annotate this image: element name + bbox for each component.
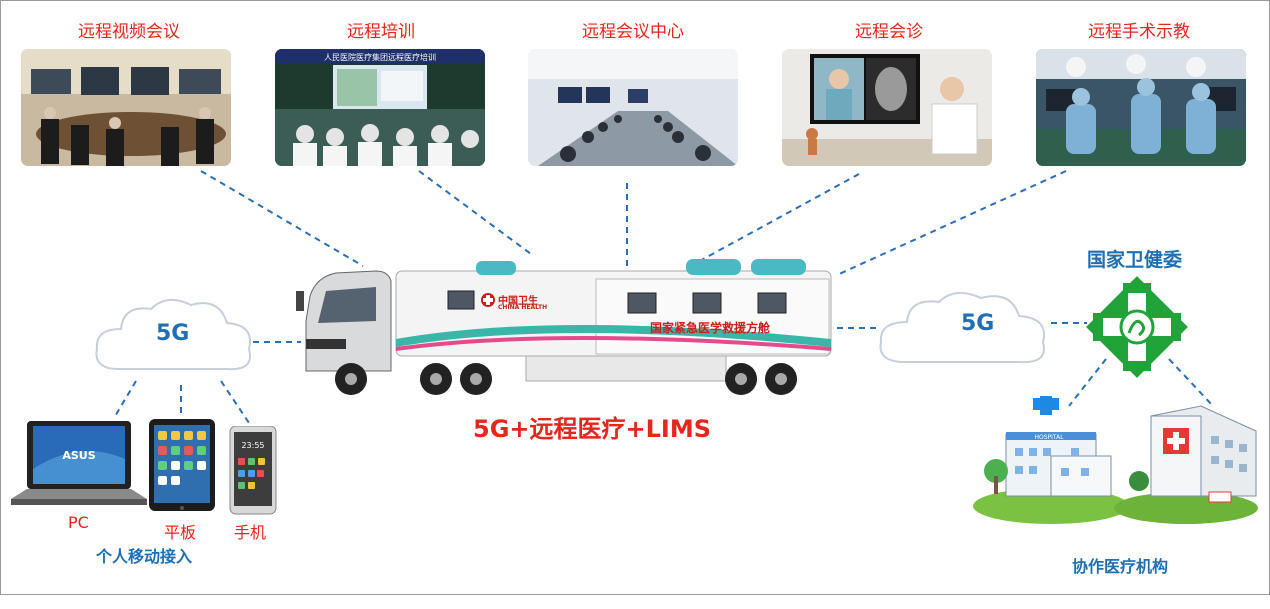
connector-consult bbox=[695, 173, 860, 264]
service-label-meeting-center: 远程会议中心 bbox=[582, 22, 684, 42]
photo-meeting-center bbox=[528, 49, 738, 166]
photo-remote-consultation bbox=[782, 49, 992, 166]
service-label-video-conference: 远程视频会议 bbox=[78, 22, 180, 42]
connector-phone bbox=[220, 380, 250, 424]
right-cloud-icon bbox=[879, 291, 1045, 364]
photo-video-conference bbox=[21, 49, 231, 166]
hospital-sign: HOSPITAL bbox=[1034, 434, 1064, 441]
laptop-brand: ASUS bbox=[62, 449, 95, 462]
right-cloud-label: 5G bbox=[961, 311, 995, 336]
connector-hospital1 bbox=[1068, 358, 1107, 407]
connector-training bbox=[418, 170, 532, 255]
photo-surgery-teaching bbox=[1036, 49, 1246, 166]
service-label-remote-training: 远程培训 bbox=[347, 22, 415, 42]
truck-icon bbox=[296, 259, 832, 395]
truck-cabin-label: 国家紧急医学救援方舱 bbox=[650, 321, 771, 335]
device-label-phone: 手机 bbox=[234, 523, 267, 542]
phone-time: 23:55 bbox=[241, 441, 264, 450]
gov-label: 国家卫健委 bbox=[1087, 249, 1183, 271]
service-label-surgery-teaching: 远程手术示教 bbox=[1088, 22, 1190, 42]
partner-hospitals-icon: HOSPITAL bbox=[973, 396, 1258, 524]
headline: 5G+远程医疗+LIMS bbox=[473, 415, 712, 443]
device-label-pc: PC bbox=[68, 513, 89, 532]
photo-remote-training: 人民医院医疗集团远程医疗培训 bbox=[275, 49, 485, 166]
service-label-remote-consultation: 远程会诊 bbox=[855, 22, 923, 42]
truck-logo-cn: 中国卫生 bbox=[498, 296, 538, 307]
laptop-icon: ASUS bbox=[11, 421, 147, 505]
left-cloud-icon bbox=[95, 298, 251, 371]
diagram-canvas: 远程视频会议 远程培训 远程会议中心 远程会诊 远程手术示教 人民医院医疗集团远… bbox=[0, 0, 1270, 595]
connector-surgery bbox=[836, 170, 1067, 276]
health-commission-emblem-icon bbox=[1086, 276, 1188, 378]
phone-icon: 23:55 bbox=[229, 426, 277, 515]
truck-logo-en: CHINA HEALTH bbox=[498, 304, 548, 311]
connector-video bbox=[200, 170, 364, 267]
partner-institutions-label: 协作医疗机构 bbox=[1072, 557, 1169, 576]
connector-lines bbox=[113, 170, 1214, 424]
left-cloud-label: 5G bbox=[156, 321, 190, 346]
device-label-tablet: 平板 bbox=[164, 523, 197, 542]
connector-pc bbox=[113, 380, 137, 419]
training-banner-text: 人民医院医疗集团远程医疗培训 bbox=[324, 52, 436, 62]
tablet-icon bbox=[149, 419, 215, 511]
personal-access-label: 个人移动接入 bbox=[96, 547, 193, 566]
